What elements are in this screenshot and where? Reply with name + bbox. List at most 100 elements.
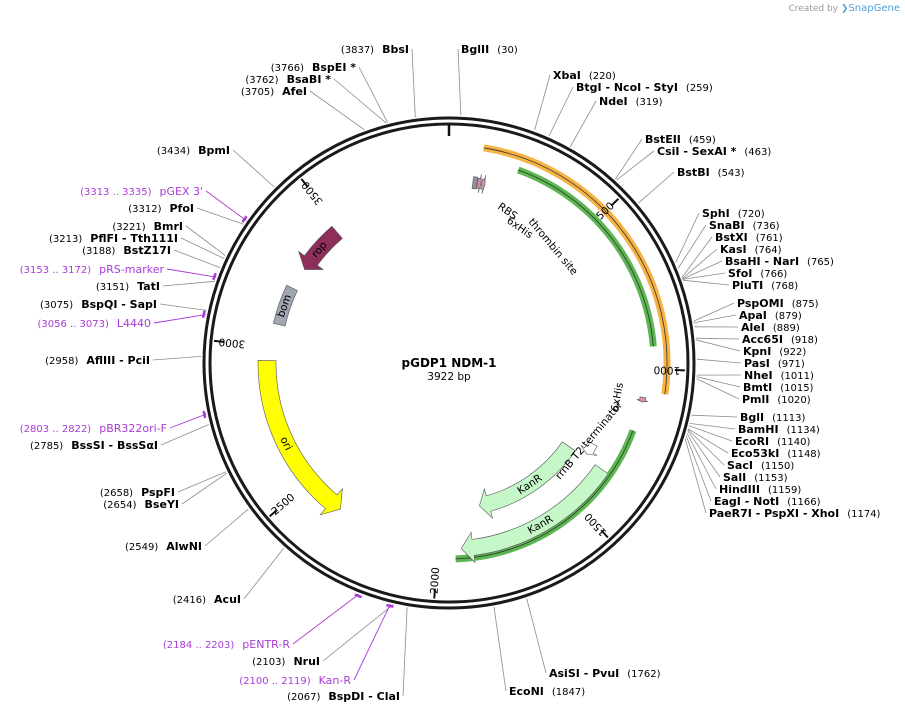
site-label-bspqi-sapi[interactable]: (3075)BspQI - SapI (40, 298, 157, 311)
site-label-bstxi[interactable]: BstXI(761) (715, 231, 783, 244)
site-enzyme: AfeI (282, 85, 307, 98)
site-label-bspei[interactable]: (3766)BspEI * (271, 61, 357, 74)
site-label-pspomi[interactable]: PspOMI(875) (737, 297, 819, 310)
site-label-eco53ki[interactable]: Eco53kI(1148) (731, 447, 821, 460)
site-label-econi[interactable]: EcoNI(1847) (509, 685, 585, 698)
site-label-csii-sexai[interactable]: CsiI - SexAI *(463) (657, 145, 771, 158)
primer-label-pgex-3[interactable]: (3313 .. 3335)pGEX 3' (80, 185, 203, 198)
site-leader-bstbi (638, 171, 675, 204)
site-enzyme: - Tth111I (118, 232, 178, 245)
site-label-bpmi[interactable]: (3434)BpmI (157, 144, 230, 157)
primer-label-l4440[interactable]: (3056 .. 3073)L4440 (37, 317, 151, 330)
site-label-pluti[interactable]: PluTI(768) (732, 279, 798, 292)
site-label-afei[interactable]: (3705)AfeI (241, 85, 307, 98)
feature-ori-2[interactable] (257, 360, 343, 516)
site-label-bmti[interactable]: BmtI(1015) (743, 381, 814, 394)
site-label-kpni[interactable]: KpnI(922) (743, 345, 806, 358)
primer-label-prs-marker[interactable]: (3153 .. 3172)pRS-marker (20, 263, 165, 276)
site-text-csii-sexai: CsiI - SexAI *(463) (657, 145, 771, 158)
site-label-pmli[interactable]: PmlI(1020) (742, 393, 811, 406)
site-label-btgi-ncoi-styi[interactable]: BtgI - NcoI - StyI(259) (576, 81, 713, 94)
primer-label-pbr322ori-f[interactable]: (2803 .. 2822)pBR322ori-F (20, 422, 167, 435)
site-label-bsabi[interactable]: (3762)BsaBI * (245, 73, 331, 86)
site-label-pasi[interactable]: PasI(971) (744, 357, 805, 370)
site-leader-btgi-ncoi-styi (548, 86, 574, 137)
site-label-kasi[interactable]: KasI(764) (720, 243, 782, 256)
feature-kanr-3[interactable] (460, 464, 609, 564)
site-label-bamhi[interactable]: BamHI(1134) (738, 423, 820, 436)
site-label-bsssi-bsss-i[interactable]: (2785)BssSI - BssSαI (30, 439, 158, 452)
site-label-saci[interactable]: SacI(1150) (727, 459, 794, 472)
site-label-alei[interactable]: AleI(889) (741, 321, 800, 334)
primer-leader-pbr322ori-f (169, 413, 207, 429)
feature-thrombin-site-9[interactable] (480, 174, 486, 194)
site-label-nhei[interactable]: NheI(1011) (744, 369, 814, 382)
site-enzyme: BspEI * (312, 61, 356, 74)
feature-rrnb-t2-terminator-5[interactable] (580, 440, 598, 456)
tick-mark-2000 (433, 588, 436, 599)
primer-label-kan-r[interactable]: (2100 .. 2119)Kan-R (239, 674, 351, 687)
site-label-bseyi[interactable]: (2654)BseYI (103, 498, 179, 511)
site-label-pflfi-tth111i[interactable]: (3213)PflFI - Tth111I (49, 232, 178, 245)
site-text-xbai: XbaI(220) (553, 69, 616, 82)
site-label-acc65i[interactable]: Acc65I(918) (742, 333, 818, 346)
site-label-snabi[interactable]: SnaBI(736) (709, 219, 780, 232)
feature-kanr-4[interactable] (479, 441, 576, 520)
site-label-tati[interactable]: (3151)TatI (96, 280, 160, 293)
site-label-xbai[interactable]: XbaI(220) (553, 69, 616, 82)
site-enzyme: SfoI (728, 267, 752, 280)
site-sep: - (799, 507, 811, 520)
site-label-sfoi[interactable]: SfoI(766) (728, 267, 787, 280)
tick-label-1000: 1000 (653, 363, 680, 376)
site-label-sali[interactable]: SalI(1153) (723, 471, 788, 484)
primer-mark-pentr-r[interactable] (354, 593, 363, 599)
site-label-bgli[interactable]: BglI(1113) (740, 411, 805, 424)
site-label-bmri[interactable]: (3221)BmrI (112, 220, 183, 233)
primer-name: L4440 (117, 317, 151, 330)
feature-6xhis-6[interactable] (636, 396, 649, 403)
site-label-pfoi[interactable]: (3312)PfoI (128, 202, 194, 215)
site-label-bstz17i[interactable]: (3188)BstZ17I (82, 244, 171, 257)
site-text-sfoi: SfoI(766) (728, 267, 787, 280)
site-label-nrui[interactable]: (2103)NruI (252, 655, 320, 668)
site-label-ndei[interactable]: NdeI(319) (599, 95, 663, 108)
site-text-afliii-pcii: (2958)AflIII - PciI (45, 354, 150, 367)
site-label-bglii[interactable]: BglII(30) (461, 43, 518, 56)
site-position: (1134) (787, 425, 820, 436)
site-label-sphi[interactable]: SphI(720) (702, 207, 765, 220)
primer-label-pentr-r[interactable]: (2184 .. 2203)pENTR-R (163, 638, 290, 651)
site-leader-acui (243, 547, 285, 600)
site-label-afliii-pcii[interactable]: (2958)AflIII - PciI (45, 354, 150, 367)
feature-rbs-7[interactable] (471, 176, 479, 190)
site-label-hindiii[interactable]: HindIII(1159) (719, 483, 801, 496)
primer-mark-l4440[interactable] (201, 310, 206, 319)
feature-6xhis-8[interactable] (476, 174, 482, 194)
site-text-bbsi: (3837)BbsI (341, 43, 409, 56)
backbone-outer-strand (202, 116, 696, 610)
site-leader-bstz17i (173, 249, 221, 268)
site-text-saci: SacI(1150) (727, 459, 794, 472)
site-label-apai[interactable]: ApaI(879) (739, 309, 802, 322)
site-position: (1174) (847, 509, 880, 520)
site-position: (1159) (768, 485, 801, 496)
site-leader-alwni (204, 508, 249, 547)
site-position: (3151) (96, 282, 129, 293)
site-label-bbsi[interactable]: (3837)BbsI (341, 43, 409, 56)
site-label-bspdi-clai[interactable]: (2067)BspDI - ClaI (287, 690, 400, 703)
site-label-paer7i-pspxi-xhoi[interactable]: PaeR7I - PspXI - XhoI(1174) (709, 507, 881, 520)
tick-mark-1500 (600, 529, 609, 539)
feature-bom-1[interactable] (273, 284, 298, 327)
site-label-pspfi[interactable]: (2658)PspFI (100, 486, 175, 499)
site-label-eagi-noti[interactable]: EagI - NotI(1166) (714, 495, 821, 508)
site-label-alwni[interactable]: (2549)AlwNI (125, 540, 202, 553)
site-leader-pluti (682, 279, 730, 286)
site-label-acui[interactable]: (2416)AcuI (173, 593, 241, 606)
site-label-asisi-pvui[interactable]: AsiSI - PvuI(1762) (549, 667, 661, 680)
site-position: (971) (778, 359, 805, 370)
site-label-bsahi-nari[interactable]: BsaHI - NarI(765) (725, 255, 834, 268)
site-label-bsteii[interactable]: BstEII(459) (645, 133, 716, 146)
site-leader-pflfi-tth111i (180, 237, 225, 259)
site-label-bstbi[interactable]: BstBI(543) (677, 166, 745, 179)
site-label-ecori[interactable]: EcoRI(1140) (735, 435, 811, 448)
feature-rop-0[interactable] (298, 225, 343, 270)
